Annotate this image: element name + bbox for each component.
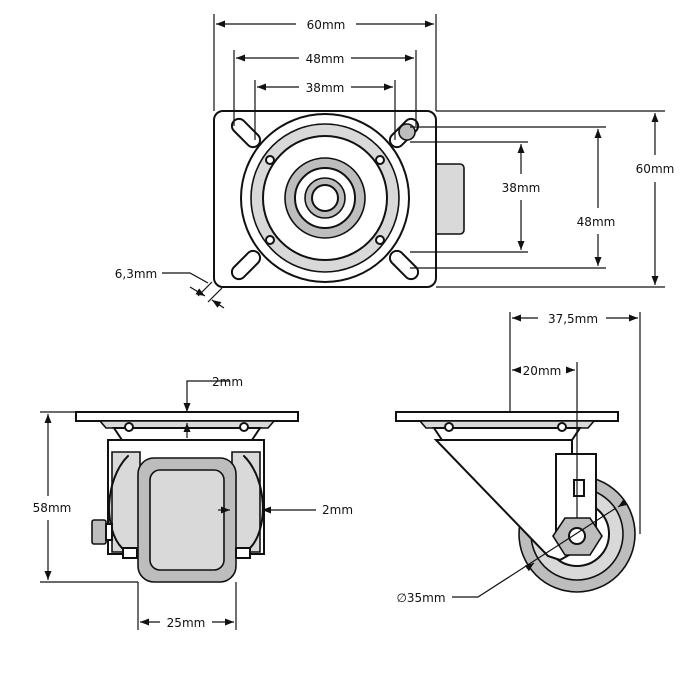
- label-side-offset-total: 37,5mm: [548, 312, 598, 326]
- top-view-outer-ring: [240, 113, 410, 283]
- top-view-rivet: [265, 155, 275, 165]
- label-wheel-width: 25mm: [167, 616, 206, 630]
- label-front-bracket-thickness: 2mm: [322, 503, 353, 517]
- dim-leader-wheel-diameter: [452, 507, 617, 598]
- front-view-rivet: [239, 422, 249, 432]
- top-view-rivet: [375, 235, 385, 245]
- label-top-width-holes-inner: 38mm: [306, 81, 345, 95]
- front-view-top-plate: [75, 411, 299, 422]
- front-view-fork-bend: [108, 455, 129, 549]
- label-front-height: 58mm: [33, 501, 72, 515]
- side-view-rivet: [444, 422, 454, 432]
- label-right-height-holes-inner: 38mm: [502, 181, 541, 195]
- front-view-fork-leg-left: [111, 451, 141, 553]
- top-view: [213, 110, 465, 288]
- label-right-height-holes-outer: 48mm: [577, 215, 616, 229]
- label-top-width-holes-outer: 48mm: [306, 52, 345, 66]
- label-wheel-diameter: ∅35mm: [396, 591, 445, 605]
- side-view-rivet: [557, 422, 567, 432]
- side-view-fork-slot: [573, 479, 585, 497]
- top-view-extension-lines: [213, 14, 665, 288]
- front-view-fork-bend: [243, 455, 264, 549]
- label-front-plate-thickness: 2mm: [212, 375, 243, 389]
- top-view-rivet: [375, 155, 385, 165]
- front-view-axle-end: [235, 547, 251, 559]
- front-view-dimension-lines: [40, 380, 316, 630]
- label-right-height-outer: 60mm: [636, 162, 675, 176]
- top-view-bolt-head: [398, 123, 416, 141]
- side-view: [395, 411, 636, 593]
- side-view-top-plate: [395, 411, 619, 422]
- front-view-axle-nut: [91, 519, 107, 545]
- side-view-axle-center: [568, 527, 586, 545]
- front-view-rivet: [124, 422, 134, 432]
- front-view-wheel-tread: [149, 469, 225, 571]
- label-side-offset-axle: 20mm: [523, 364, 562, 378]
- top-view-rivet: [265, 235, 275, 245]
- top-view-kingpin-center: [311, 184, 339, 212]
- front-view-axle-end: [122, 547, 138, 559]
- front-view-axle-washer: [105, 523, 113, 541]
- side-view-dimension-lines: [452, 312, 641, 598]
- label-top-width-outer: 60mm: [307, 18, 346, 32]
- dim-line-slot: [211, 299, 225, 309]
- top-view-slot-hole: [230, 249, 262, 281]
- label-slot-width: 6,3mm: [115, 267, 157, 281]
- side-view-bearing-housing: [418, 420, 596, 429]
- top-view-dimension-lines: [162, 20, 659, 309]
- dim-leader-front-plate: [186, 380, 230, 410]
- dim-line-slot: [189, 286, 206, 297]
- dimension-labels: 60mm 48mm 38mm 60mm 48mm 38mm 6,3mm 2mm …: [33, 18, 675, 630]
- top-view-slot-hole: [388, 249, 420, 281]
- dim-leader-slot: [162, 272, 209, 284]
- front-view: [75, 411, 299, 583]
